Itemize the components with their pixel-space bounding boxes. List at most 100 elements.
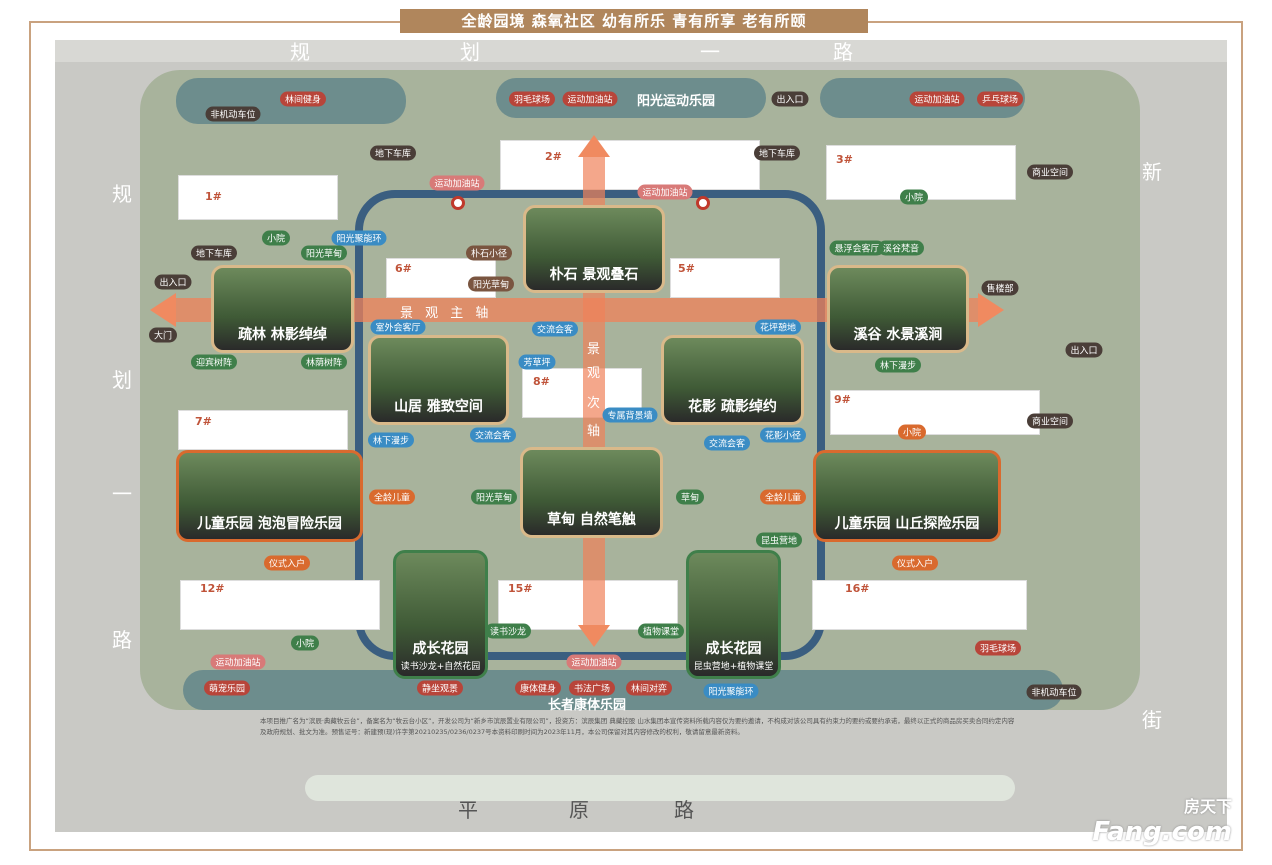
card-title: 朴石 景观叠石 <box>549 267 639 283</box>
building-block <box>178 410 348 450</box>
map-label: 商业空间 <box>1026 164 1074 180</box>
map-label: 售楼部 <box>981 280 1019 296</box>
map-label: 萌宠乐园 <box>203 680 251 696</box>
map-label: 小院 <box>261 230 291 246</box>
map-label: 林荫树阵 <box>300 354 348 370</box>
map-label: 芳草坪 <box>518 354 556 370</box>
road-name-char: 路 <box>833 40 853 64</box>
building-number: 9# <box>834 393 851 406</box>
map-label: 草甸 <box>675 489 705 505</box>
map-label: 林下漫步 <box>367 432 415 448</box>
landscape-photo-card: 成长花园昆虫营地+植物课堂 <box>686 550 781 679</box>
map-label: 小院 <box>899 189 929 205</box>
arrow-left-icon <box>150 293 176 327</box>
landscape-photo-card: 草甸 自然笔触 <box>520 447 663 538</box>
main-axis-label: 景 观 主 轴 <box>400 306 493 321</box>
map-label: 植物课堂 <box>637 623 685 639</box>
map-label: 专属背景墙 <box>602 407 658 423</box>
legal-disclaimer: 本项目推广名为“滨辰·典藏牧云台”，备案名为“牧云台小区”，开发公司为“新乡市滨… <box>260 717 1015 736</box>
building-number: 7# <box>195 415 212 428</box>
landscape-photo-card: 溪谷 水景溪涧 <box>827 265 969 353</box>
building-number: 15# <box>508 582 533 595</box>
map-label: 非机动车位 <box>205 106 261 122</box>
map-label: 小院 <box>290 635 320 651</box>
card-title: 溪谷 水景溪涧 <box>853 327 943 343</box>
map-label: 乒乓球场 <box>976 91 1024 107</box>
map-label: 出入口 <box>1065 342 1103 358</box>
map-label: 羽毛球场 <box>974 640 1022 656</box>
map-label: 运动加油站 <box>562 91 618 107</box>
map-label: 地下车库 <box>369 145 417 161</box>
headline-banner: 全龄园境 森氧社区 幼有所乐 青有所享 老有所颐 <box>400 9 868 33</box>
landscape-photo-card: 山居 雅致空间 <box>368 335 509 425</box>
road-name-char: 原 <box>569 798 589 822</box>
road-name-char: 规 <box>290 40 310 64</box>
map-label: 室外会客厅 <box>370 319 426 335</box>
card-title: 成长花园 <box>412 641 469 657</box>
map-label: 仪式入户 <box>891 555 939 571</box>
road-name-char: 一 <box>112 482 132 506</box>
card-title: 成长花园 <box>705 641 762 657</box>
card-title: 儿童乐园 山丘探险乐园 <box>834 516 980 532</box>
road-name-char: 规 <box>112 182 132 206</box>
map-label: 阳光聚能环 <box>703 683 759 699</box>
road-name-char: 新 <box>1142 160 1162 184</box>
map-label: 仪式入户 <box>263 555 311 571</box>
map-label: 悬浮会客厅 <box>829 240 885 256</box>
map-label: 林下漫步 <box>874 357 922 373</box>
map-label: 羽毛球场 <box>508 91 556 107</box>
landscape-photo-card: 花影 疏影绰约 <box>661 335 804 425</box>
building-number: 1# <box>205 190 222 203</box>
elder-park-zone <box>183 670 1063 710</box>
watermark-bottom: Fang.com <box>1092 817 1232 847</box>
arrow-down-icon <box>578 625 610 647</box>
card-subtitle: 读书沙龙+自然花园 <box>400 662 481 672</box>
road-name-char: 街 <box>1142 708 1162 732</box>
station-marker-icon <box>451 196 465 210</box>
secondary-axis-char: 景 <box>587 342 601 357</box>
card-title: 儿童乐园 泡泡冒险乐园 <box>197 516 342 532</box>
building-number: 2# <box>545 150 562 163</box>
secondary-axis-char: 次 <box>587 396 601 411</box>
map-label: 迎宾树阵 <box>190 354 238 370</box>
map-label: 出入口 <box>771 91 809 107</box>
building-number: 6# <box>395 262 412 275</box>
map-label: 阳光草甸 <box>300 245 348 261</box>
building-number: 8# <box>533 375 550 388</box>
road-name-char: 路 <box>112 628 132 652</box>
map-label: 林间健身 <box>279 91 327 107</box>
road-name-char: 路 <box>674 798 694 822</box>
landscape-photo-card: 疏林 林影绰绰 <box>211 265 354 353</box>
road-name-char: 划 <box>460 40 480 64</box>
map-label: 非机动车位 <box>1026 684 1082 700</box>
road-name-char: 平 <box>458 798 478 822</box>
map-label: 商业空间 <box>1026 413 1074 429</box>
map-label: 花坪憩地 <box>754 319 802 335</box>
landscape-photo-card: 朴石 景观叠石 <box>523 205 665 293</box>
landscape-photo-card: 成长花园读书沙龙+自然花园 <box>393 550 488 679</box>
secondary-axis-char: 轴 <box>587 424 601 439</box>
card-title: 花影 疏影绰约 <box>688 399 777 415</box>
map-label: 运动加油站 <box>566 654 622 670</box>
building-block <box>500 140 760 190</box>
map-label: 全龄儿童 <box>759 489 807 505</box>
map-label: 交流会客 <box>703 435 751 451</box>
map-label: 读书沙龙 <box>484 623 532 639</box>
building-block <box>670 258 780 298</box>
card-subtitle: 昆虫营地+植物课堂 <box>693 662 774 672</box>
building-number: 12# <box>200 582 225 595</box>
map-label: 花影小径 <box>759 427 807 443</box>
map-label: 运动加油站 <box>637 184 693 200</box>
building-block <box>812 580 1027 630</box>
secondary-axis-char: 观 <box>587 366 601 381</box>
map-label: 全龄儿童 <box>368 489 416 505</box>
card-title: 疏林 林影绰绰 <box>238 327 327 343</box>
watermark-top: 房天下 <box>1183 797 1232 816</box>
map-label: 运动加油站 <box>429 175 485 191</box>
map-label: 运动加油站 <box>210 654 266 670</box>
map-label: 林间对弈 <box>625 680 673 696</box>
map-label: 大门 <box>148 327 178 343</box>
station-marker-icon <box>696 196 710 210</box>
map-label: 地下车库 <box>190 245 238 261</box>
watermark-logo: 房天下 Fang.com <box>1092 793 1232 847</box>
